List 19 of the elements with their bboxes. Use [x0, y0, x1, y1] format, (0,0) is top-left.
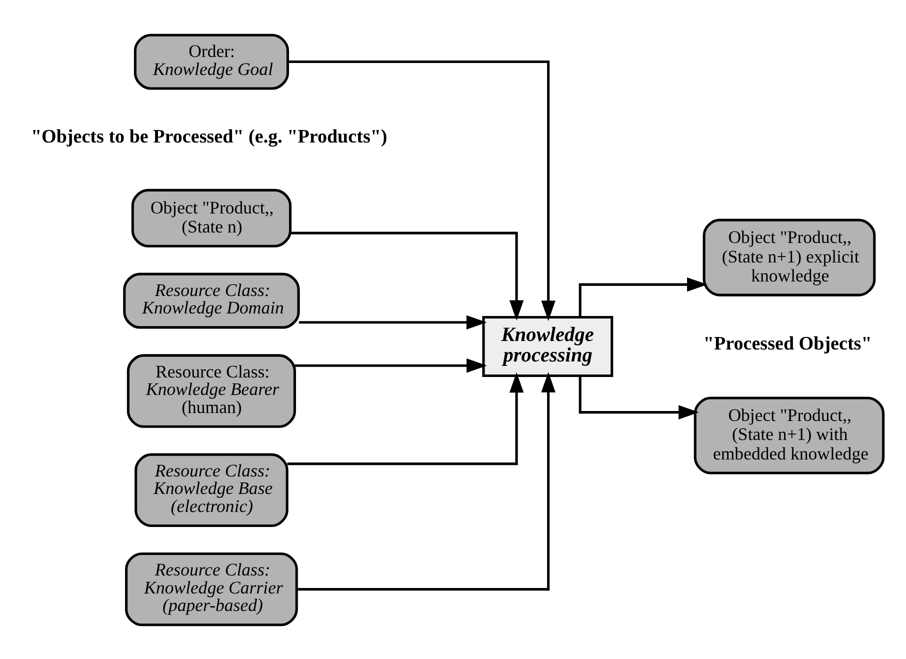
- arrow: [578, 276, 708, 316]
- node-box: Object "Product,, (State n+1) with embedded knowledge: [694, 396, 885, 474]
- arrow: [295, 358, 487, 372]
- node-box: Object "Product,, (State n): [131, 188, 292, 247]
- label: "Processed Objects": [703, 333, 872, 354]
- node-box: Resource Class: Knowledge Bearer (human): [126, 354, 296, 428]
- node-box: Knowledge processing: [482, 316, 614, 377]
- arrow: [578, 375, 699, 419]
- arrow: [298, 314, 487, 329]
- node-box: Resource Class: Knowledge Carrier (paper-based): [125, 552, 298, 626]
- arrow: [287, 372, 524, 465]
- label: "Objects to be Processed" (e.g. "Products"): [30, 126, 388, 147]
- node-box: Object "Product,, (State n+1) explicit knowledge: [702, 218, 876, 296]
- arrow: [290, 231, 524, 320]
- node-box: Order: Knowledge Goal: [134, 33, 290, 90]
- node-box: Resource Class: Knowledge Base (electronic): [134, 452, 288, 527]
- arrow: [288, 60, 556, 320]
- arrow: [296, 371, 556, 590]
- node-box: Resource Class: Knowledge Domain: [123, 272, 300, 328]
